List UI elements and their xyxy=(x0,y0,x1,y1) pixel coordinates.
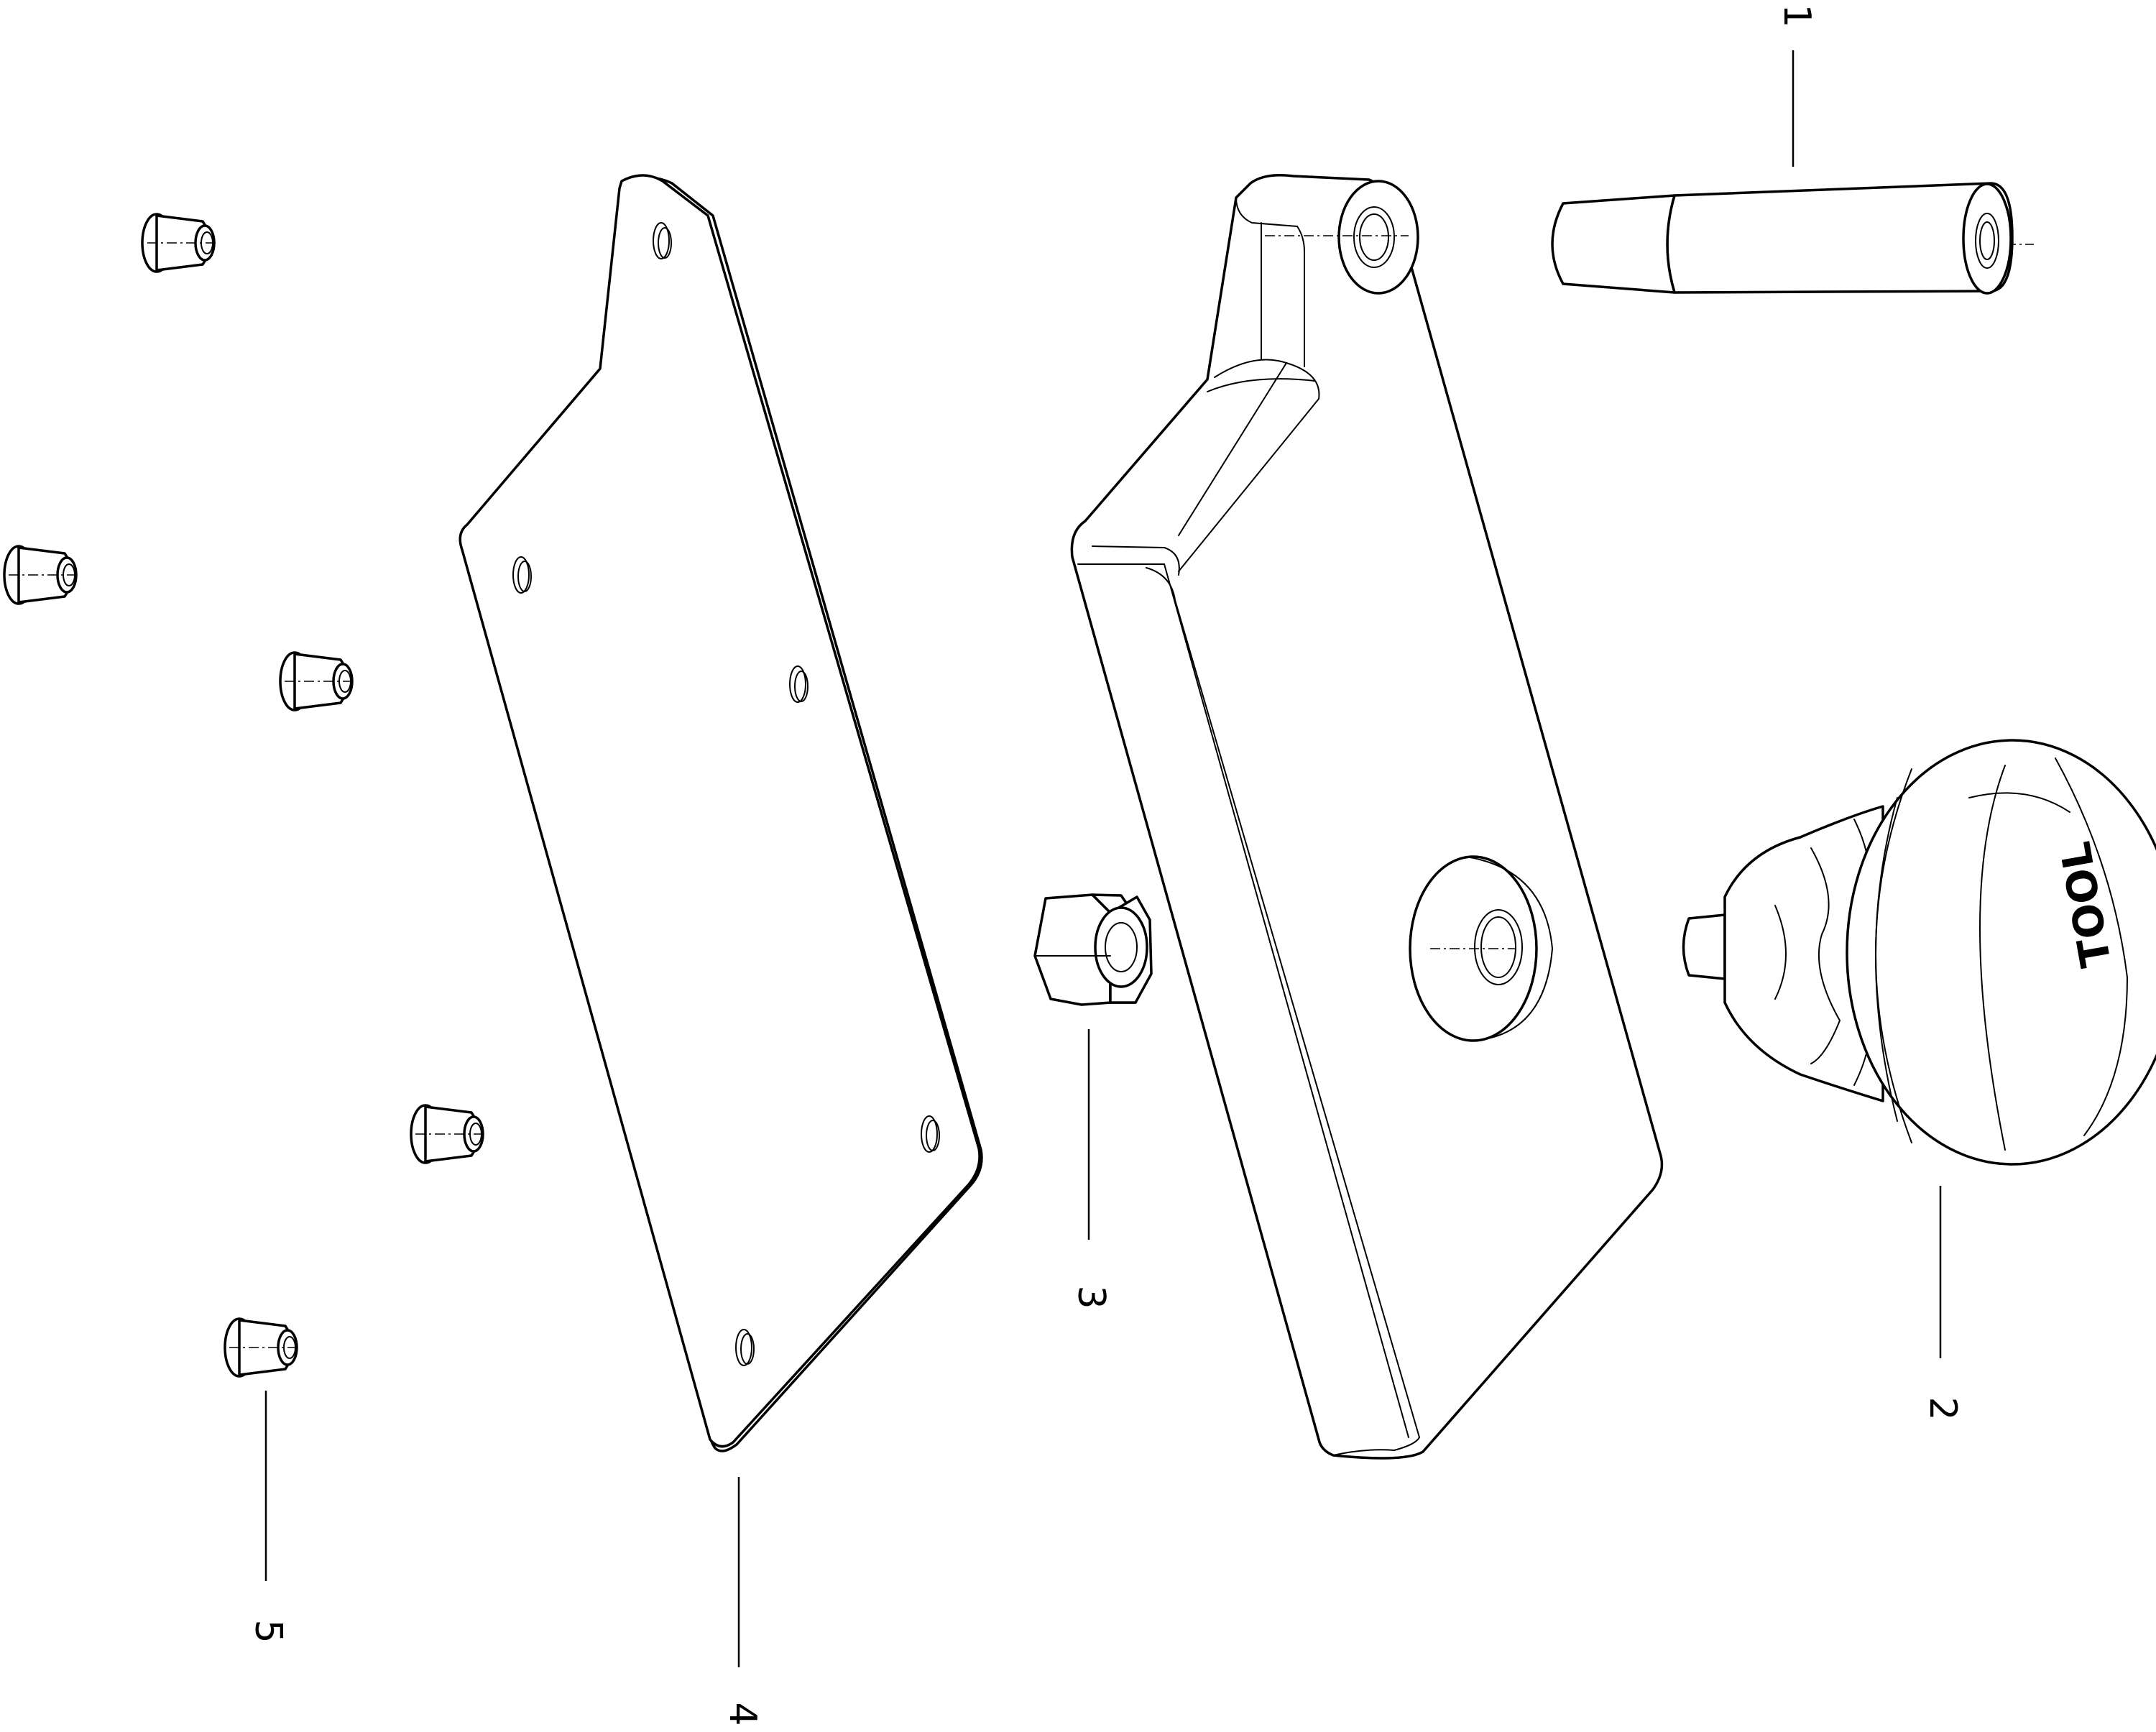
callout-2: 2 xyxy=(1921,1396,1964,1420)
part-2-knob: TOOL xyxy=(1682,739,2156,1166)
part-5-screw-4 xyxy=(410,1104,487,1164)
part-5-screw-1 xyxy=(141,213,219,273)
part-5-screw-2 xyxy=(3,545,80,605)
part-4-plate xyxy=(459,174,983,1452)
callout-5: 5 xyxy=(247,1619,290,1643)
part-5-screw-3 xyxy=(279,651,356,711)
callout-3: 3 xyxy=(1069,1285,1112,1309)
callout-4: 4 xyxy=(721,1702,764,1726)
bracket-plate xyxy=(1070,174,1664,1460)
part-5-screw-5 xyxy=(224,1317,301,1378)
part-3-hex-nut xyxy=(1033,893,1153,1006)
part-1-pin xyxy=(1551,182,2034,295)
callout-1: 1 xyxy=(1775,4,1818,27)
